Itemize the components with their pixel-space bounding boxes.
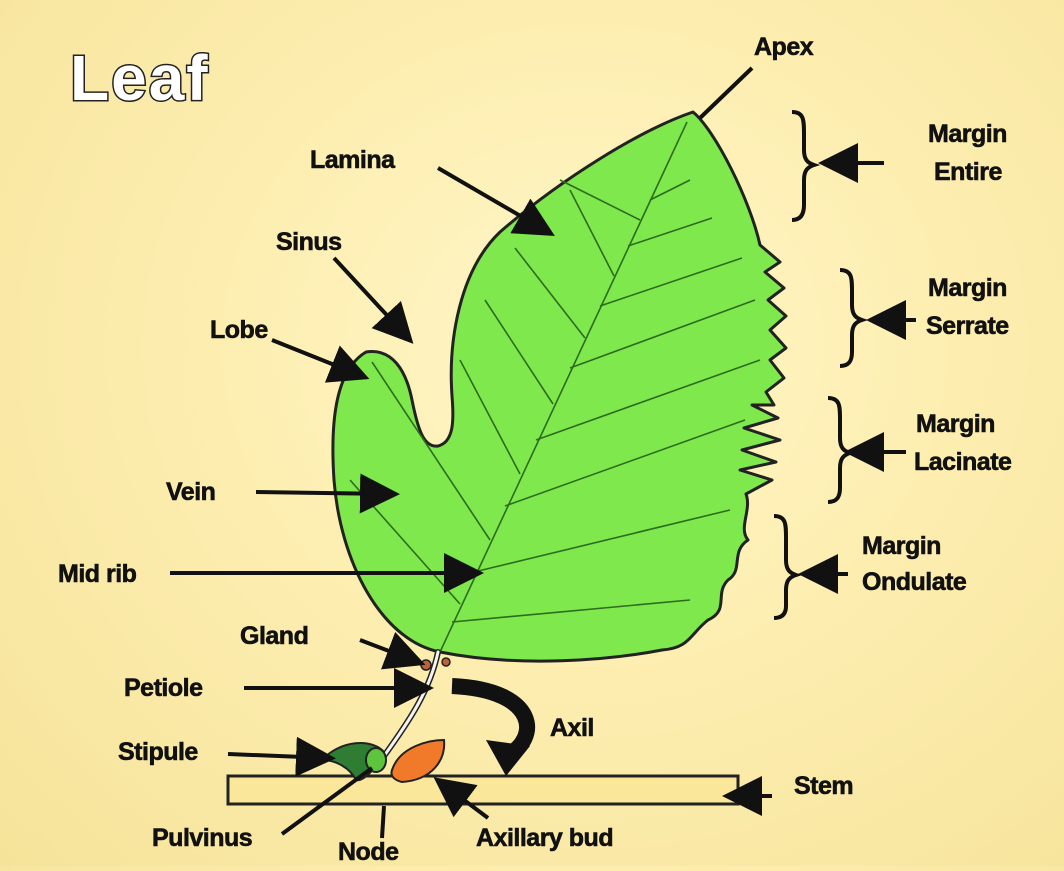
sinus-arrow <box>334 258 408 338</box>
label-margin-serrate-1: Margin <box>928 274 1007 302</box>
node-pointer <box>382 806 384 838</box>
label-vein: Vein <box>166 478 215 506</box>
label-node: Node <box>338 838 399 866</box>
lobe-arrow <box>272 340 362 376</box>
gland-arrow <box>360 640 418 662</box>
label-margin-entire-2: Entire <box>934 158 1002 186</box>
label-margin-entire-1: Margin <box>928 120 1007 148</box>
label-apex: Apex <box>754 33 814 61</box>
label-stem: Stem <box>794 772 853 800</box>
vein-arrow <box>256 492 392 494</box>
gland <box>421 660 431 670</box>
label-pulvinus: Pulvinus <box>152 824 252 852</box>
label-midrib: Mid rib <box>58 560 137 588</box>
label-margin-ondulate-1: Margin <box>862 532 941 560</box>
label-axil: Axil <box>550 714 594 742</box>
brace-ondulate <box>774 516 796 618</box>
brace-serrate <box>840 270 862 366</box>
label-margin-lacinate-1: Margin <box>916 410 995 438</box>
stipule-arrow <box>228 754 328 758</box>
gland-2 <box>442 658 450 666</box>
label-gland: Gland <box>240 622 308 650</box>
label-margin-ondulate-2: Ondulate <box>862 568 967 596</box>
label-petiole: Petiole <box>124 674 203 702</box>
label-lobe: Lobe <box>210 316 268 344</box>
label-margin-serrate-2: Serrate <box>926 312 1009 340</box>
apex-pointer <box>700 68 752 118</box>
label-stipule: Stipule <box>118 738 198 766</box>
label-axillary-bud: Axillary bud <box>476 824 613 852</box>
lamina-arrow <box>438 168 548 232</box>
label-margin-lacinate-2: Lacinate <box>914 448 1012 476</box>
label-lamina: Lamina <box>310 146 396 174</box>
leaf-blade <box>333 112 786 661</box>
brace-entire <box>792 112 814 220</box>
diagram-title: Leaf <box>70 42 210 114</box>
stem <box>228 776 738 804</box>
label-sinus: Sinus <box>276 228 342 256</box>
brace-lacinate <box>828 398 850 502</box>
